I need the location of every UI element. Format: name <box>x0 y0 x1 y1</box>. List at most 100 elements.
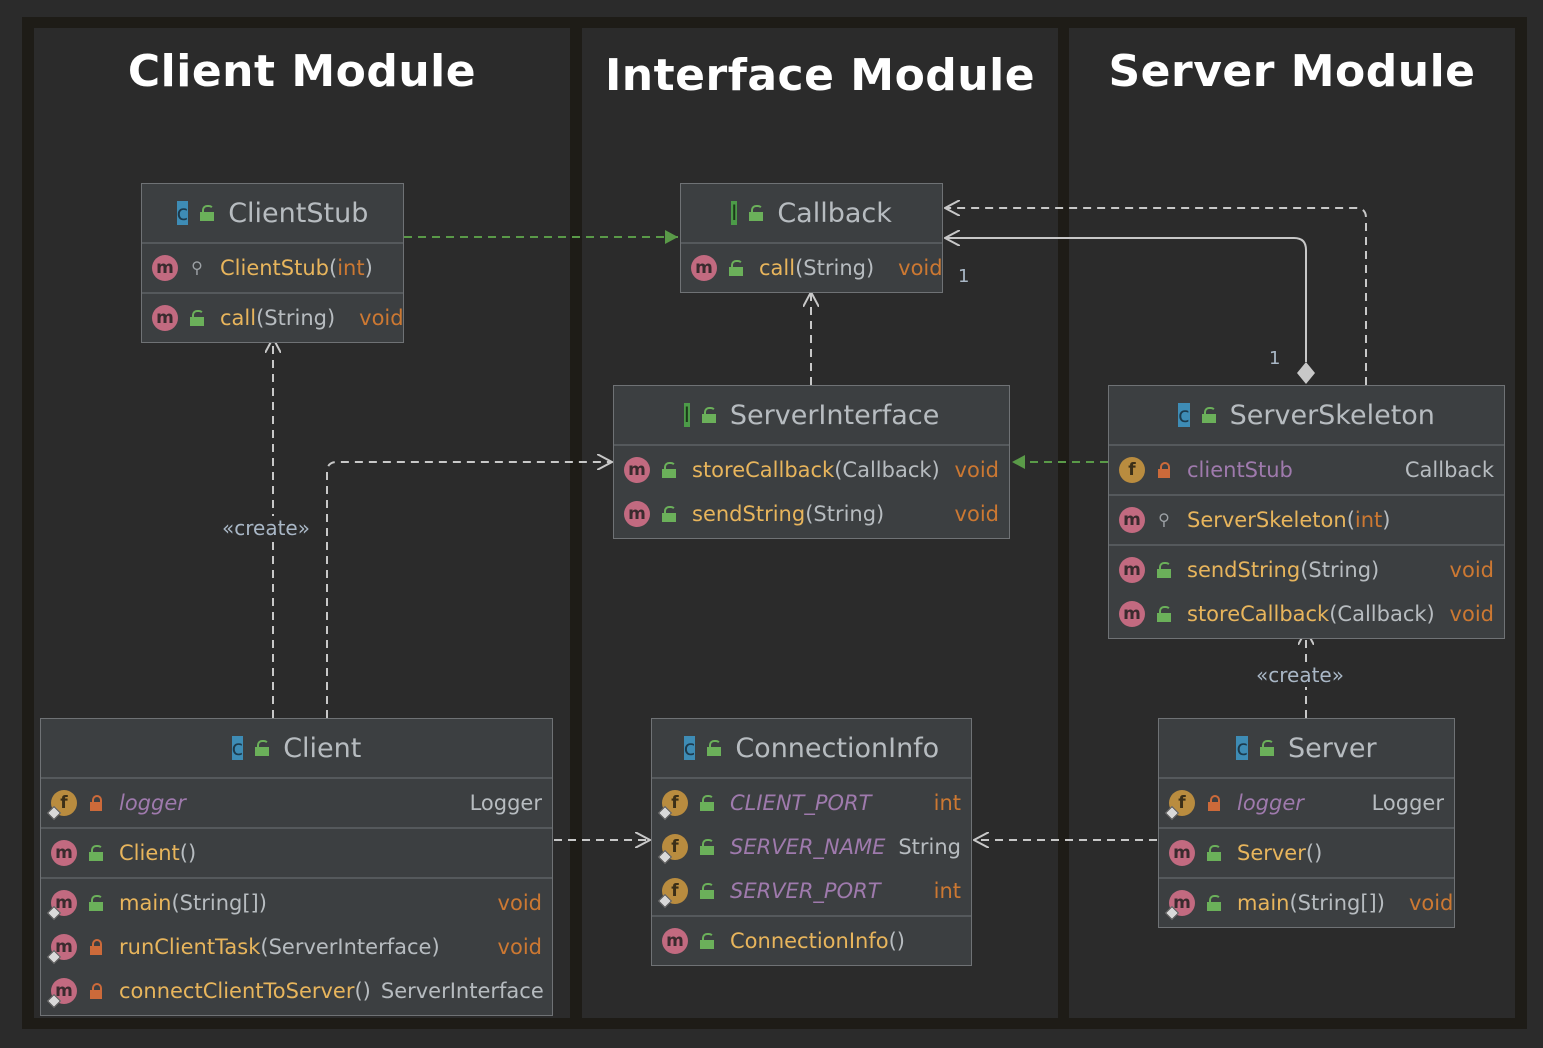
static-method-icon: m <box>51 978 77 1004</box>
method-icon: m <box>1119 601 1145 627</box>
class-connectioninfo[interactable]: c ConnectionInfo f CLIENT_PORT int f SER… <box>651 718 972 966</box>
member-row[interactable]: m ConnectionInfo() <box>652 919 971 963</box>
member-row[interactable]: m main(String[]) void <box>41 881 552 925</box>
class-header: c ClientStub <box>142 184 403 244</box>
private-icon <box>89 795 103 811</box>
member-row[interactable]: m Server() <box>1159 831 1454 875</box>
constructors-section: m Server() <box>1159 829 1454 879</box>
class-clientstub[interactable]: c ClientStub m ⚲ ClientStub(int) m call(… <box>141 183 404 343</box>
public-icon <box>190 310 204 326</box>
field-name: SERVER_NAME <box>730 835 886 859</box>
member-row[interactable]: m storeCallback(Callback) void <box>1109 592 1504 636</box>
public-icon <box>89 845 103 861</box>
method-name: storeCallback <box>692 458 835 482</box>
class-serverskeleton[interactable]: c ServerSkeleton f clientStub Callback m… <box>1108 385 1505 639</box>
field-type: int <box>933 791 961 815</box>
member-row[interactable]: f SERVER_PORT int <box>652 869 971 913</box>
interface-icon: I <box>683 403 690 427</box>
class-name: ConnectionInfo <box>735 732 940 764</box>
method-icon: m <box>51 840 77 866</box>
fields-section: f clientStub Callback <box>1109 446 1504 496</box>
member-row[interactable]: m call(String) void <box>681 246 943 290</box>
method-name: storeCallback <box>1187 602 1330 626</box>
field-name: CLIENT_PORT <box>730 791 872 815</box>
method-params: (String) <box>256 306 336 330</box>
member-row[interactable]: f logger Logger <box>41 781 552 825</box>
method-name: call <box>759 256 796 280</box>
class-name: Client <box>283 732 362 764</box>
class-server[interactable]: c Server f logger Logger m Server() m ma… <box>1158 718 1455 928</box>
method-params: () <box>354 979 371 1003</box>
member-row[interactable]: m sendString(String) void <box>614 492 1009 536</box>
return-type: void <box>359 306 404 330</box>
static-field-icon: f <box>1169 790 1195 816</box>
member-row[interactable]: f SERVER_NAME String <box>652 825 971 869</box>
return-type: void <box>497 935 542 959</box>
method-params: () <box>179 841 197 865</box>
package-private-icon: ⚲ <box>1158 510 1170 529</box>
fields-section: f logger Logger <box>1159 779 1454 829</box>
member-row[interactable]: m runClientTask(ServerInterface) void <box>41 925 552 969</box>
member-row[interactable]: m Client() <box>41 831 552 875</box>
params-close: ) <box>364 256 373 280</box>
method-name: main <box>1237 891 1290 915</box>
method-name: sendString <box>692 502 806 526</box>
method-icon: m <box>152 305 178 331</box>
method-icon: m <box>662 928 688 954</box>
member-row[interactable]: m connectClientToServer() ServerInterfac… <box>41 969 552 1013</box>
fields-section: f logger Logger <box>41 779 552 829</box>
method-name: connectClientToServer <box>119 979 355 1003</box>
member-row[interactable]: m call(String) void <box>142 296 404 340</box>
public-icon <box>255 740 270 756</box>
method-name: runClientTask <box>119 935 261 959</box>
class-client[interactable]: c Client f logger Logger m Client() m ma… <box>40 718 553 1016</box>
interface-serverinterface[interactable]: I ServerInterface m storeCallback(Callba… <box>613 385 1010 539</box>
field-name: logger <box>1237 791 1304 815</box>
static-field-icon: f <box>51 790 77 816</box>
member-row[interactable]: m sendString(String) void <box>1109 548 1504 592</box>
static-field-icon: f <box>662 878 688 904</box>
member-row[interactable]: f logger Logger <box>1159 781 1454 825</box>
fields-section: f CLIENT_PORT int f SERVER_NAME String f… <box>652 779 971 917</box>
member-row[interactable]: m main(String[]) void <box>1159 881 1454 925</box>
member-row[interactable]: m ⚲ ClientStub(int) <box>142 246 403 290</box>
public-icon <box>1207 895 1221 911</box>
private-icon <box>89 983 103 999</box>
return-type: void <box>497 891 542 915</box>
public-icon <box>729 260 743 276</box>
interface-module-title: Interface Module <box>604 50 1036 101</box>
member-row[interactable]: m storeCallback(Callback) void <box>614 448 1009 492</box>
param-type: int <box>337 256 365 280</box>
methods-section: m main(String[]) void m runClientTask(Se… <box>41 879 552 1015</box>
member-row[interactable]: m ⚲ ServerSkeleton(int) <box>1109 498 1504 542</box>
class-icon: c <box>176 201 189 225</box>
class-header: I ServerInterface <box>614 386 1009 446</box>
field-type: String <box>898 835 961 859</box>
methods-section: m sendString(String) void m storeCallbac… <box>1109 546 1504 638</box>
params-open: ( <box>329 256 338 280</box>
member-row[interactable]: f clientStub Callback <box>1109 448 1504 492</box>
interface-callback[interactable]: I Callback m call(String) void <box>680 183 943 293</box>
public-icon <box>89 895 103 911</box>
create-label-client: «create» <box>222 516 310 540</box>
private-icon <box>1157 462 1171 478</box>
return-type: void <box>898 256 943 280</box>
runnable-class-icon: c <box>1236 736 1248 760</box>
public-icon <box>700 795 714 811</box>
method-params: () <box>1305 841 1323 865</box>
constructor-name: Server <box>1237 841 1306 865</box>
abstract-method-icon: m <box>691 255 717 281</box>
method-params: (Callback) <box>834 458 940 482</box>
field-type: Logger <box>1371 791 1444 815</box>
client-module-title: Client Module <box>127 46 477 97</box>
abstract-method-icon: m <box>624 457 650 483</box>
methods-section: m call(String) void <box>142 294 404 342</box>
methods-section: m call(String) void <box>681 244 943 292</box>
field-icon: f <box>1119 457 1145 483</box>
member-row[interactable]: f CLIENT_PORT int <box>652 781 971 825</box>
class-icon: c <box>1178 403 1190 427</box>
static-method-icon: m <box>51 934 77 960</box>
return-type: void <box>954 458 999 482</box>
method-params: (String[]) <box>1289 891 1385 915</box>
multiplicity-skeleton: 1 <box>1269 348 1281 369</box>
